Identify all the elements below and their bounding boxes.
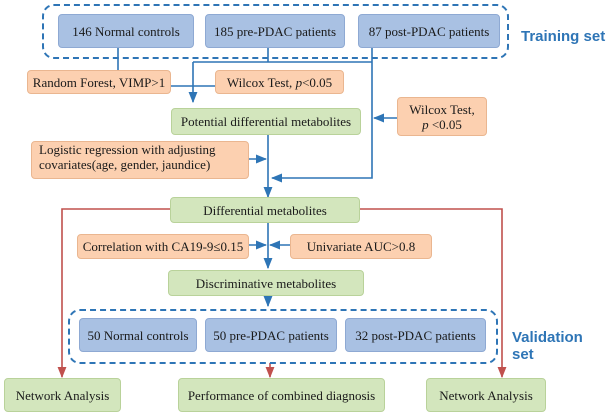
validation-pre-pdac: 50 pre-PDAC patients bbox=[205, 318, 337, 352]
network-analysis-right: Network Analysis bbox=[426, 378, 546, 412]
wilcox-2-p: p bbox=[422, 116, 429, 132]
wilcox-1-text: Wilcox Test, bbox=[226, 74, 293, 90]
logistic-line-2: covariates(age, gender, jaundice) bbox=[39, 157, 211, 172]
potential-differential-metabolites: Potential differential metabolites bbox=[171, 108, 361, 135]
network-analysis-left: Network Analysis bbox=[4, 378, 121, 412]
connector-to-network-left bbox=[57, 208, 170, 379]
training-set-frame bbox=[42, 4, 509, 59]
validation-set-label: Validation set bbox=[512, 329, 583, 363]
wilcox-test-step-2: Wilcox Test, p <0.05 bbox=[397, 97, 487, 136]
wilcox-2-threshold: <0.05 bbox=[428, 116, 462, 132]
validation-set-frame bbox=[68, 309, 498, 364]
wilcox-1-threshold: <0.05 bbox=[302, 74, 333, 90]
connector-post-to-differential bbox=[270, 62, 373, 183]
training-normal-controls: 146 Normal controls bbox=[58, 14, 194, 48]
univariate-auc-step: Univariate AUC>0.8 bbox=[290, 234, 432, 259]
validation-post-pdac: 32 post-PDAC patients bbox=[345, 318, 486, 352]
training-set-label: Training set bbox=[521, 28, 606, 45]
logistic-regression-step: Logistic regression with adjusting covar… bbox=[31, 141, 249, 179]
wilcox-1-p: p bbox=[295, 74, 303, 90]
training-post-pdac: 87 post-PDAC patients bbox=[358, 14, 500, 48]
wilcox-test-step-1: Wilcox Test, p <0.05 bbox=[215, 70, 344, 94]
wilcox-2-text: Wilcox Test, bbox=[409, 101, 475, 117]
connector-to-network-right bbox=[360, 208, 507, 379]
combined-diagnosis-performance: Performance of combined diagnosis bbox=[178, 378, 385, 412]
validation-normal-controls: 50 Normal controls bbox=[79, 318, 197, 352]
differential-metabolites: Differential metabolites bbox=[170, 197, 360, 223]
correlation-ca199-step: Correlation with CA19-9≤0.15 bbox=[77, 234, 249, 259]
random-forest-step: Random Forest, VIMP>1 bbox=[27, 70, 171, 94]
logistic-line-1: Logistic regression with adjusting bbox=[39, 142, 216, 157]
training-pre-pdac: 185 pre-PDAC patients bbox=[205, 14, 345, 48]
discriminative-metabolites: Discriminative metabolites bbox=[168, 270, 364, 296]
